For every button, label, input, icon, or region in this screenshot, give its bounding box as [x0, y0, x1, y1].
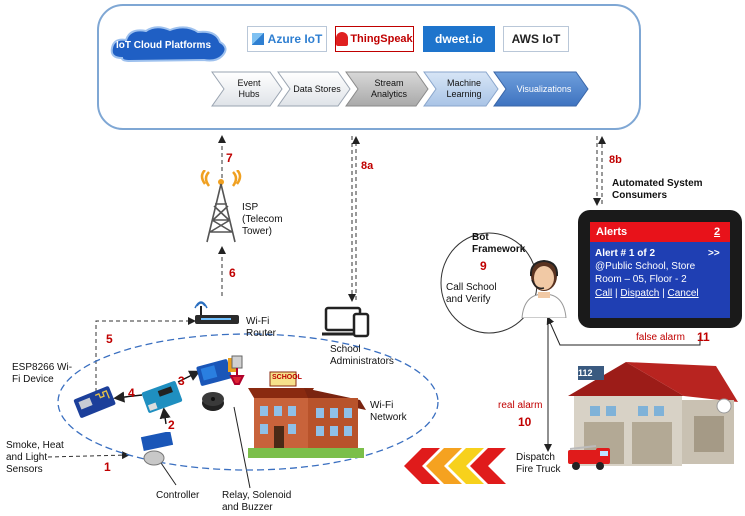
wifi-network-label: Wi-Fi Network [370, 400, 407, 423]
pipeline-stream-analytics: Stream Analytics [370, 78, 407, 99]
fire-truck-icon [568, 445, 610, 470]
step-1: 1 [104, 460, 111, 474]
azure-iot-logo: Azure IoT [247, 26, 327, 52]
call-link[interactable]: Call [595, 288, 613, 299]
alert-next-button[interactable]: >> [708, 248, 720, 259]
school-admins-label: School Administrators [330, 344, 394, 367]
dispatch-truck-label: Dispatch Fire Truck [516, 452, 561, 475]
fire-station-icon [568, 362, 738, 466]
iot-cloud-platforms-panel [97, 4, 641, 130]
alert-location-line1: @Public School, Store [595, 261, 696, 272]
solenoid-valve-icon [229, 355, 245, 385]
azure-logo-text: Azure IoT [267, 32, 323, 46]
step-5: 5 [106, 332, 113, 346]
thingspeak-mark-icon [336, 32, 349, 46]
link-separator: | [662, 288, 665, 299]
cloud-title: IoT Cloud Platforms [116, 40, 211, 51]
step-8b: 8b [609, 154, 622, 166]
buzzer-icon [202, 392, 224, 411]
call-operator-icon [521, 259, 567, 318]
school-sign: SCHOOL [272, 374, 302, 381]
alert-location-line2: Room – 05, Floor - 2 [595, 274, 687, 285]
pipeline-machine-learning: Machine Learning [446, 78, 482, 99]
step-10: 10 [518, 415, 532, 429]
dispatch-direction-chevrons-icon [404, 448, 506, 484]
dweet-logo: dweet.io [423, 26, 495, 52]
isp-label: ISP (Telecom Tower) [242, 202, 283, 237]
station-number: 112 [578, 368, 593, 378]
step-4: 4 [128, 386, 135, 400]
thingspeak-logo-text: ThingSpeak [350, 33, 413, 45]
step-2: 2 [168, 418, 175, 432]
admin-devices-icon [322, 306, 370, 338]
relay-label: Relay, Solenoid and Buzzer [222, 490, 292, 513]
wifi-router-icon [194, 301, 239, 324]
alerts-header: Alerts 2 [590, 222, 730, 242]
esp8266-board-icon [73, 386, 116, 418]
dweet-logo-text: dweet.io [434, 32, 483, 46]
call-school-label: Call School and Verify [446, 282, 497, 305]
thingspeak-logo: ThingSpeak [335, 26, 414, 52]
esp8266-label: ESP8266 Wi-Fi Device [12, 362, 73, 385]
link-separator: | [615, 288, 618, 299]
step-6: 6 [229, 266, 236, 280]
alerts-tablet: Alerts 2 Alert # 1 of 2 >> @Public Schoo… [578, 210, 742, 328]
step-8a: 8a [361, 160, 374, 172]
bot-framework-label: Bot Framework [472, 232, 526, 255]
alert-index: Alert # 1 of 2 [595, 248, 656, 259]
pipeline-chevrons-icon [211, 71, 589, 107]
sensors-label: Smoke, Heat and Light Sensors [6, 440, 64, 475]
real-alarm-label: real alarm [498, 400, 543, 411]
azure-logo-mark-icon [251, 33, 264, 45]
tablet-screen: Alerts 2 Alert # 1 of 2 >> @Public Schoo… [590, 222, 730, 318]
sensors-icon [140, 432, 174, 466]
step-7: 7 [226, 151, 233, 165]
school-building-icon [248, 371, 366, 458]
false-alarm-label: false alarm [636, 332, 685, 343]
step-11: 11 [697, 330, 710, 344]
step-3: 3 [178, 374, 185, 388]
cell-tower-icon [200, 170, 242, 243]
aws-iot-logo: AWS IoT [503, 26, 569, 52]
step-9: 9 [480, 259, 487, 273]
pipeline-visualizations: Visualizations [516, 83, 572, 94]
alerts-title: Alerts [596, 226, 628, 238]
alerts-count[interactable]: 2 [714, 226, 721, 238]
aws-logo-text: AWS IoT [511, 32, 561, 46]
automated-consumers-label: Automated System Consumers [612, 178, 703, 201]
controller-board-icon [141, 381, 183, 413]
dispatch-link[interactable]: Dispatch [620, 288, 660, 299]
cancel-link[interactable]: Cancel [667, 288, 699, 299]
cloud-badge-icon [110, 26, 227, 63]
controller-label: Controller [156, 490, 200, 501]
pipeline-data-stores: Data Stores [293, 83, 341, 94]
pipeline-event-hubs: Event Hubs [237, 78, 261, 99]
router-label: Wi-Fi Router [246, 316, 277, 339]
